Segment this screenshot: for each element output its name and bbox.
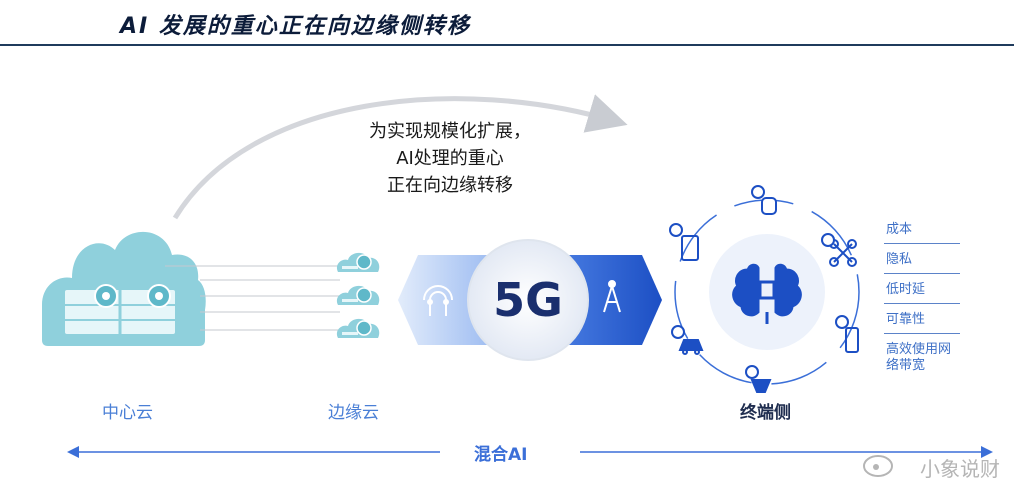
- weibo-icon: [863, 455, 893, 477]
- brain-chip-icon: [732, 263, 802, 324]
- speaker-icon: [745, 365, 772, 393]
- benefit-reliability: 可靠性: [884, 310, 960, 334]
- 5g-badge: [467, 239, 589, 361]
- headline-line-1: 为实现规模化扩展，: [369, 121, 531, 142]
- benefit-bandwidth: 高效使用网络带宽: [886, 342, 952, 373]
- 5g-label: 5G: [493, 273, 563, 327]
- watermark: 小象说财: [920, 457, 1000, 481]
- edge-cloud-label: 边缘云: [328, 403, 379, 423]
- edge-cloud-icon: [336, 252, 380, 338]
- benefit-latency: 低时延: [884, 280, 960, 304]
- benefit-privacy: 隐私: [884, 250, 960, 274]
- benefit-cost: 成本: [884, 220, 960, 244]
- headline-line-3: 正在向边缘转移: [387, 175, 513, 196]
- watch-icon: [751, 185, 777, 215]
- slide-title: AI 发展的重心正在向边缘侧转移: [120, 14, 471, 39]
- cloud-server-icon: [42, 231, 206, 346]
- tower-icon: [603, 280, 621, 313]
- phone-icon: [835, 315, 859, 353]
- headline-line-2: AI处理的重心: [396, 148, 504, 169]
- headline: 为实现规模化扩展， AI处理的重心 正在向边缘转移: [340, 118, 560, 199]
- connector-lines: [165, 265, 340, 331]
- hybrid-ai-label: 混合AI: [470, 440, 532, 465]
- shift-arc-arrow: [172, 94, 628, 220]
- tablet-icon: [669, 223, 699, 261]
- endpoint-label: 终端侧: [740, 403, 791, 423]
- title-divider: [0, 44, 1014, 46]
- antenna-icon: [423, 285, 453, 316]
- benefits-list: 成本 隐私 低时延 可靠性 高效使用网络带宽: [884, 220, 960, 385]
- central-cloud-label: 中心云: [102, 403, 153, 423]
- car-icon: [671, 325, 704, 355]
- drone-icon: [821, 233, 857, 267]
